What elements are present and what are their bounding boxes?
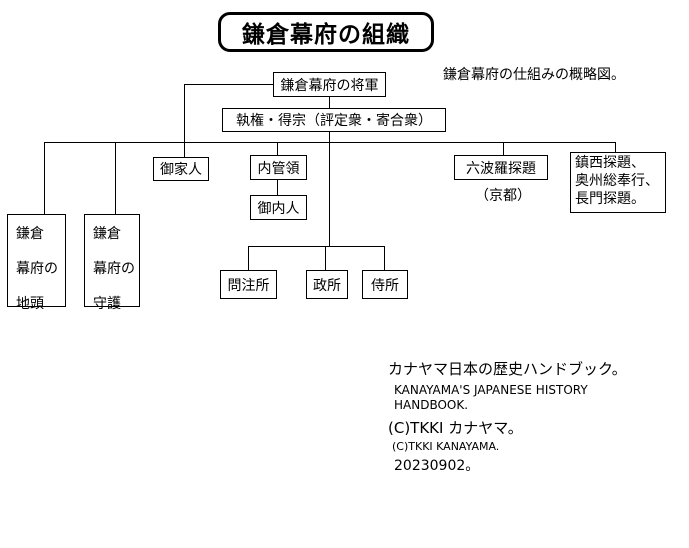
jito-line: 地頭: [16, 296, 44, 312]
credit-copyright-jp: (C)TKKI カナヤマ。: [388, 419, 523, 437]
connector-to-shugo: [115, 142, 116, 214]
shugo-line: 鎌倉: [93, 226, 121, 242]
connector-to-samuraidokoro: [384, 246, 385, 270]
jito-line: 鎌倉: [16, 226, 44, 242]
chinzei-line: 奥州総奉行、: [575, 173, 659, 189]
jito-line: 幕府の: [16, 261, 58, 277]
connector-to-gokenin: [184, 84, 185, 158]
credit-block: カナヤマ日本の歴史ハンドブック。 KANAYAMA'S JAPANESE HIS…: [388, 358, 627, 475]
chinzei-box: 鎮西探題、 奥州総奉行、 長門探題。: [570, 152, 666, 213]
credit-copyright-en: (C)TKKI KANAYAMA.: [392, 440, 500, 453]
diagram-caption: 鎌倉幕府の仕組みの概略図。: [443, 67, 625, 83]
mandokoro-box: 政所: [306, 270, 348, 299]
rokuhara-note: （京都）: [475, 188, 531, 204]
jito-box: 鎌倉 幕府の 地頭: [7, 214, 66, 312]
connector-offices-branch: [248, 246, 385, 247]
connector-to-jito: [44, 142, 45, 214]
miuchibito-box: 御内人: [250, 195, 307, 220]
credit-title-en-1: KANAYAMA'S JAPANESE HISTORY: [394, 383, 588, 397]
shugo-box: 鎌倉 幕府の 守護: [84, 214, 140, 312]
shugo-line: 守護: [93, 296, 121, 312]
chinzei-line: 長門探題。: [575, 191, 645, 207]
shikken-box: 執権・得宗（評定衆・寄合衆）: [222, 108, 446, 132]
connector-shikken-down: [329, 131, 330, 246]
connector-shogun-left: [184, 84, 273, 85]
rokuhara-box: 六波羅探題: [454, 155, 548, 180]
shugo-line: 幕府の: [93, 261, 135, 277]
samuraidokoro-box: 侍所: [362, 270, 408, 299]
connector-to-rokuhara: [503, 142, 504, 155]
connector-main-branch: [44, 142, 616, 143]
monchujo-box: 問注所: [220, 270, 277, 299]
connector-uchikanrei-miuchibito: [277, 179, 278, 195]
credit-date: 20230902。: [394, 458, 480, 474]
chinzei-line: 鎮西探題、: [575, 155, 645, 171]
uchikanrei-box: 内管領: [250, 155, 307, 180]
credit-title-en-2: HANDBOOK.: [394, 398, 469, 412]
connector-to-chinzei: [615, 142, 616, 152]
diagram-title: 鎌倉幕府の組織: [218, 12, 434, 52]
shogun-box: 鎌倉幕府の将軍: [273, 72, 386, 97]
credit-title-jp: カナヤマ日本の歴史ハンドブック。: [388, 360, 627, 378]
connector-to-uchikanrei: [277, 142, 278, 155]
connector-to-monchujo: [248, 246, 249, 270]
gokenin-box: 御家人: [153, 157, 209, 181]
connector-to-mandokoro: [325, 246, 326, 270]
connector-shogun-shikken: [329, 96, 330, 109]
